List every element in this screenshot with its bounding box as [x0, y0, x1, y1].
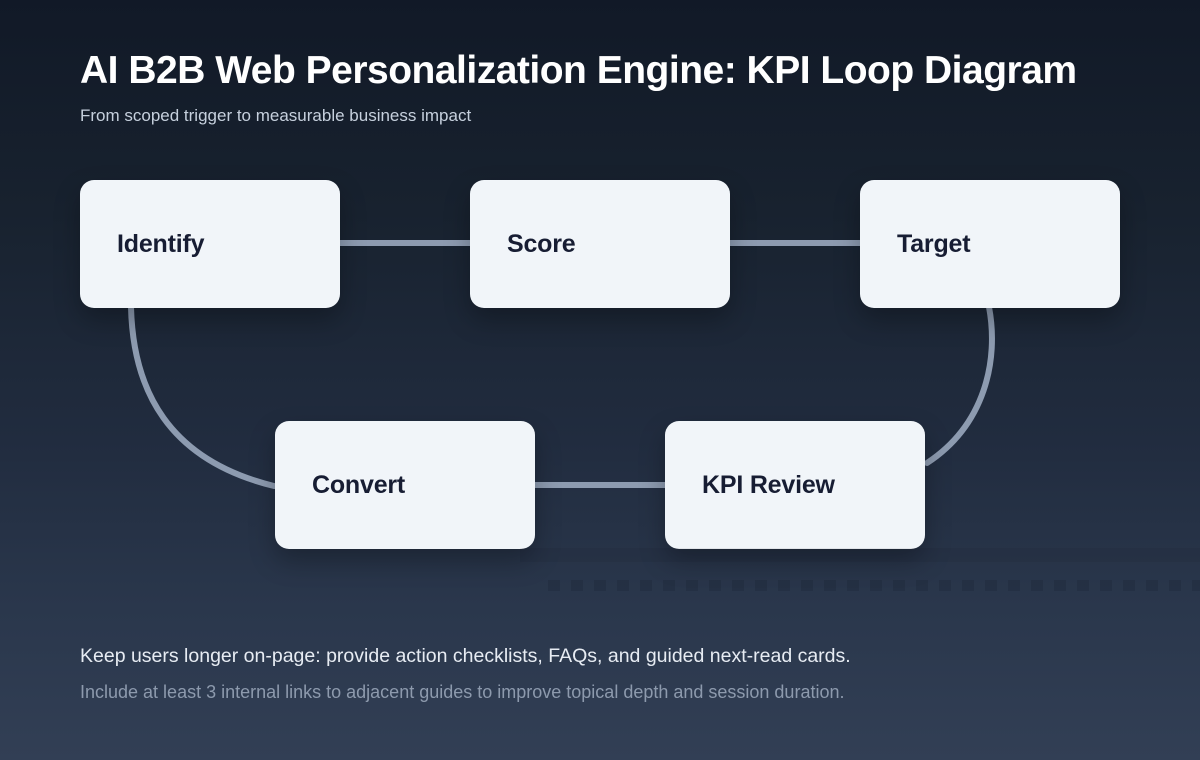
- page-title: AI B2B Web Personalization Engine: KPI L…: [80, 49, 1077, 92]
- node-score-label: Score: [507, 229, 576, 258]
- connector-identify-convert-curve: [128, 304, 277, 489]
- node-kpi-review: KPI Review: [665, 421, 925, 549]
- node-convert-label: Convert: [312, 470, 406, 499]
- node-identify: Identify: [80, 180, 340, 308]
- background-texture-dashes: [548, 580, 1200, 591]
- node-convert: Convert: [275, 421, 535, 549]
- node-kpi-review-label: KPI Review: [702, 470, 835, 499]
- node-score: Score: [470, 180, 730, 308]
- footer-primary-text: Keep users longer on-page: provide actio…: [80, 645, 851, 667]
- node-target: Target: [860, 180, 1120, 308]
- connector-target-kpi-review-curve: [924, 304, 995, 466]
- header: AI B2B Web Personalization Engine: KPI L…: [80, 49, 1077, 126]
- page-subtitle: From scoped trigger to measurable busine…: [80, 105, 472, 125]
- footer: Keep users longer on-page: provide actio…: [80, 645, 851, 703]
- footer-secondary-text: Include at least 3 internal links to adj…: [80, 682, 845, 702]
- node-identify-label: Identify: [117, 229, 205, 258]
- background-texture-band: [520, 548, 1200, 562]
- node-target-label: Target: [897, 229, 971, 258]
